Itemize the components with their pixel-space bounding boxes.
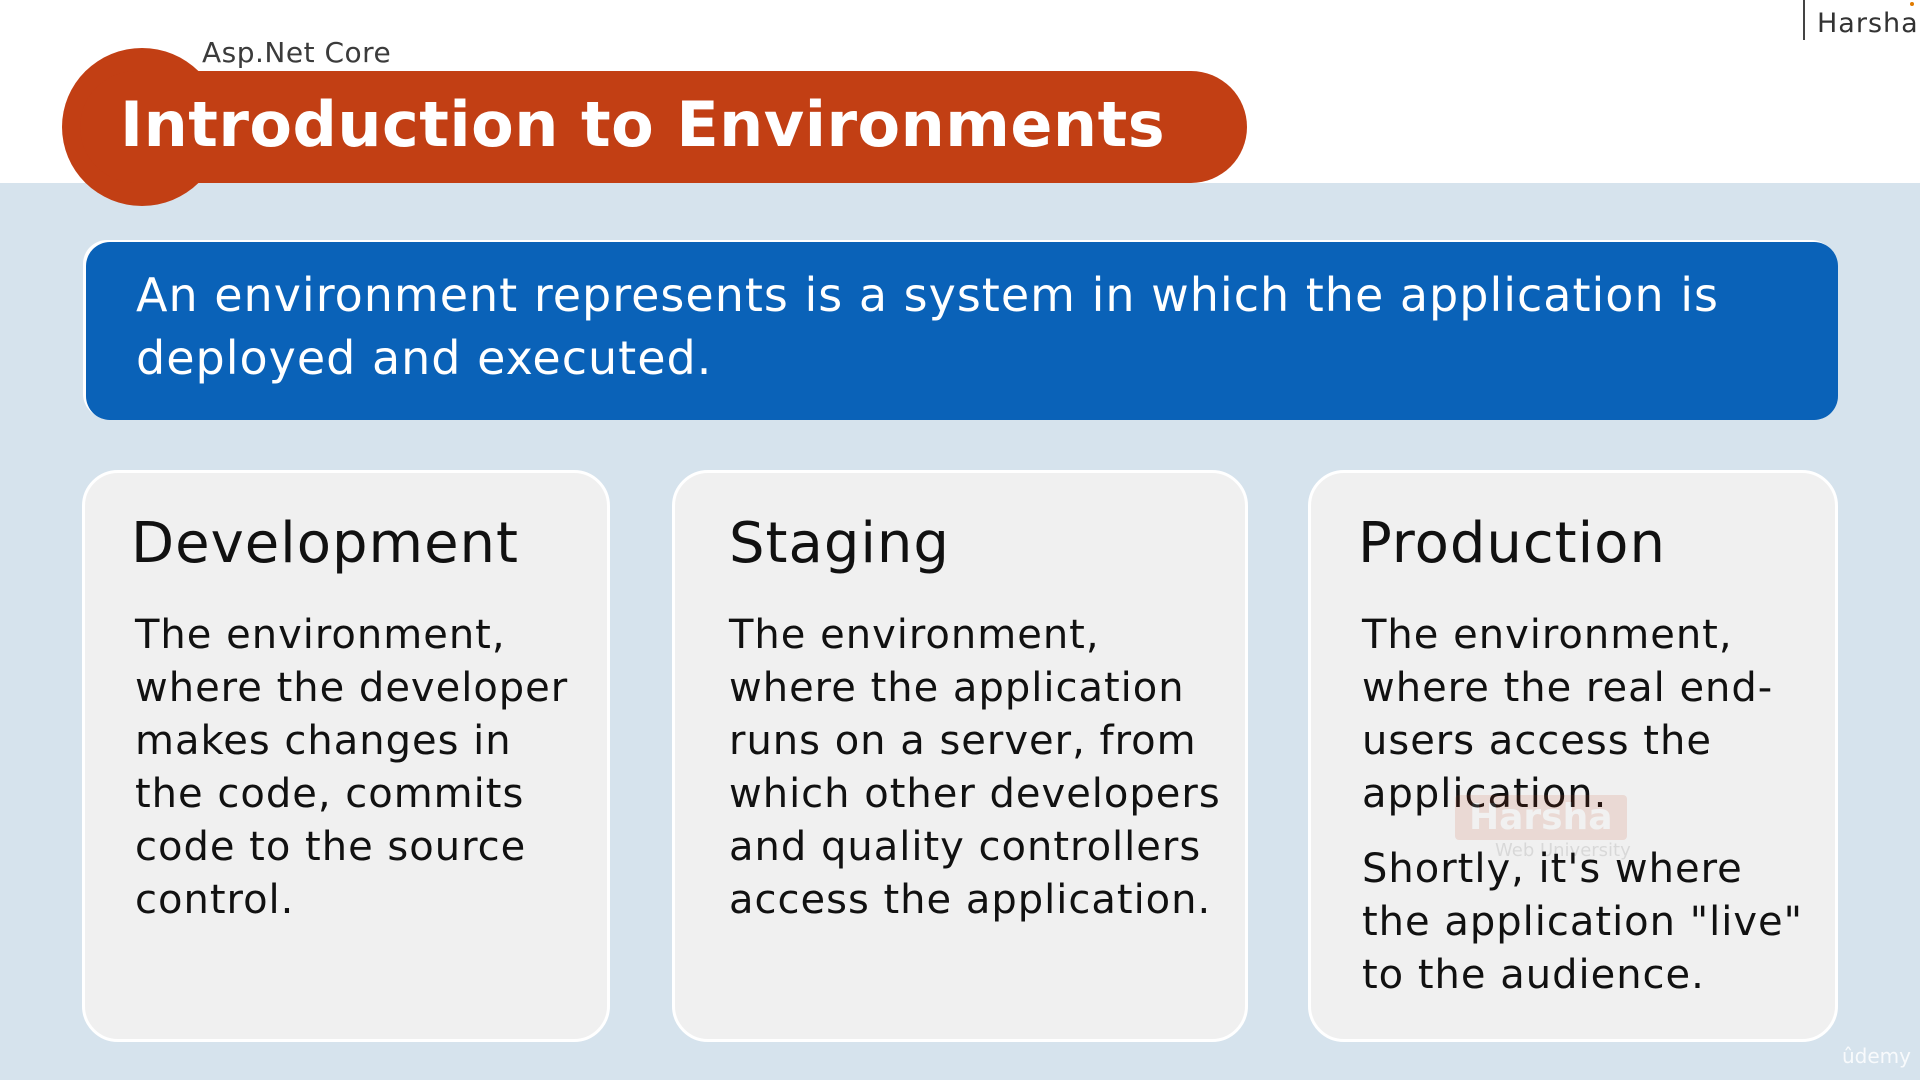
watermark-logo: Harsha — [1455, 795, 1627, 840]
card-staging: Staging The environment, where the appli… — [672, 470, 1248, 1042]
card-title: Production — [1358, 511, 1666, 576]
definition-text: An environment represents is a system in… — [136, 268, 1719, 385]
card-production: Production The environment, where the re… — [1308, 470, 1838, 1042]
card-description: The environment, where the developer mak… — [135, 612, 569, 923]
card-description: The environment, where the real end-user… — [1362, 612, 1774, 817]
page-title: Introduction to Environments — [120, 88, 1166, 161]
course-label: Asp.Net Core — [202, 36, 392, 69]
card-description: The environment, where the application r… — [729, 612, 1221, 923]
definition-box: An environment represents is a system in… — [86, 242, 1838, 420]
platform-watermark: ûdemy — [1842, 1044, 1911, 1068]
brand-dot-icon — [1910, 2, 1914, 6]
card-description-secondary: Shortly, it's where the application "liv… — [1362, 846, 1804, 998]
watermark: Harsha Web University — [1455, 795, 1631, 861]
brand-label: Harsha — [1803, 0, 1919, 40]
card-title: Development — [131, 511, 519, 576]
watermark-subtitle: Web University — [1495, 840, 1631, 861]
card-title: Staging — [729, 511, 950, 576]
title-banner — [80, 71, 1247, 183]
card-development: Development The environment, where the d… — [82, 470, 610, 1042]
